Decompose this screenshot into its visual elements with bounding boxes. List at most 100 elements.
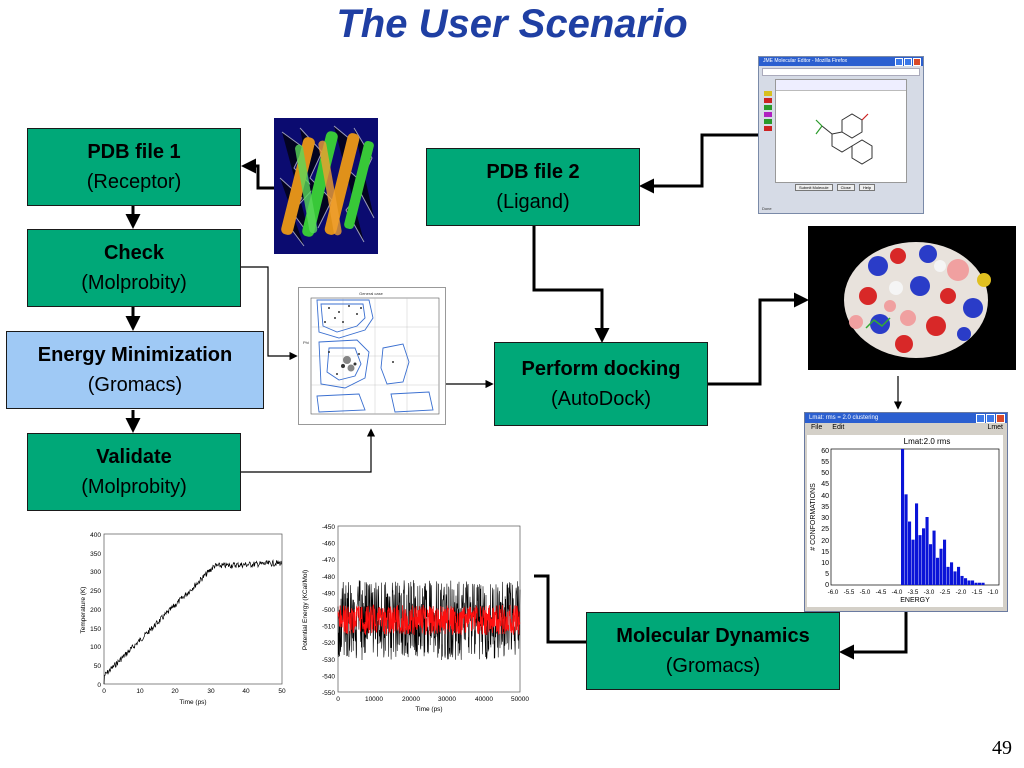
y-tick-label: 250 [90, 588, 101, 595]
x-tick-label: -2.5 [940, 589, 951, 596]
menu-edit[interactable]: Edit [832, 424, 845, 431]
temperature-chart: 400 350 300 250 200 150 100 50 0 0 10 20… [80, 532, 286, 706]
docked-complex-graphic [808, 226, 1016, 370]
pdb-file-1-sub: (Receptor) [86, 171, 182, 193]
energy-minimization-sub: (Gromacs) [87, 374, 183, 396]
y-tick-label: -520 [322, 640, 335, 647]
molecular-dynamics-sub: (Gromacs) [665, 655, 761, 677]
check-box: Check (Molprobity) [27, 229, 241, 307]
x-tick-label: 20 [171, 688, 179, 695]
y-tick-label: -530 [322, 657, 335, 664]
editor-canvas[interactable] [775, 79, 907, 183]
temperature-x-label: Time (ps) [179, 699, 206, 706]
y-tick-label: 0 [825, 582, 829, 589]
histogram-plot-area: Lmat:2.0 rms 60 55 50 45 40 35 30 25 20 … [807, 435, 1003, 607]
minimize-icon[interactable] [895, 58, 903, 66]
x-tick-label: 40000 [475, 696, 493, 703]
y-tick-label: -490 [322, 590, 335, 597]
temperature-y-ticks: 400 350 300 250 200 150 100 50 0 [90, 532, 101, 689]
histogram-x-ticks: -6.0 -5.5 -5.0 -4.5 -4.0 -3.5 -3.0 -2.5 … [828, 589, 999, 596]
validate-label: Validate [96, 446, 172, 468]
menu-file[interactable]: File [811, 424, 823, 431]
ligand-molecule-drawing [815, 113, 873, 165]
energy-y-label: Potential Energy (KCal/Mol) [302, 570, 309, 650]
y-tick-label: 50 [821, 470, 829, 477]
y-tick-label: 40 [821, 493, 829, 500]
ramachandran-graphic: General case Phi [303, 291, 440, 415]
y-tick-label: 5 [825, 571, 829, 578]
histogram-y-label: # CONFORMATIONS [810, 483, 817, 551]
energy-y-ticks: -450 -460 -470 -480 -490 -500 -510 -520 … [322, 524, 335, 697]
close-icon[interactable] [913, 58, 921, 66]
y-tick-label: 45 [821, 481, 829, 488]
page-title: The User Scenario [336, 2, 688, 46]
y-tick-label: 50 [94, 663, 102, 670]
x-tick-label: 10000 [365, 696, 383, 703]
atom-button[interactable] [764, 112, 772, 117]
y-tick-label: 10 [821, 560, 829, 567]
arrow-receptor-pdb1 [241, 158, 274, 190]
pdb-file-2-sub: (Ligand) [496, 191, 570, 213]
y-tick-label: 15 [821, 549, 829, 556]
y-tick-label: -510 [322, 624, 335, 631]
jme-editor-window: JME Molecular Editor - Mozilla Firefox S… [758, 56, 924, 214]
histogram-bar [908, 521, 912, 585]
y-tick-label: 200 [90, 607, 101, 614]
minimize-icon[interactable] [976, 414, 985, 423]
histogram-bar [939, 548, 943, 585]
histogram-bar [960, 575, 964, 585]
editor-address-bar[interactable] [762, 68, 920, 76]
perform-docking-sub: (AutoDock) [550, 388, 652, 410]
y-tick-label: 60 [821, 448, 829, 455]
histogram-bar [971, 580, 975, 585]
atom-button[interactable] [764, 105, 772, 110]
receptor-structure-graphic [274, 118, 378, 254]
y-tick-label: 35 [821, 504, 829, 511]
editor-window-controls [895, 58, 921, 66]
histogram-bars [901, 449, 985, 585]
perform-docking-box: Perform docking (AutoDock) [494, 342, 708, 426]
histogram-bar [936, 557, 940, 585]
y-tick-label: 300 [90, 569, 101, 576]
y-tick-label: -450 [322, 524, 335, 531]
maximize-icon[interactable] [986, 414, 995, 423]
editor-atom-palette [764, 91, 772, 171]
x-tick-label: -6.0 [828, 589, 839, 596]
x-tick-label: 50000 [511, 696, 529, 703]
menu-lmet[interactable]: Lmet [987, 424, 1003, 431]
y-tick-label: 25 [821, 526, 829, 533]
histogram-menu-bar: File Edit Lmet [805, 423, 1007, 433]
editor-button-row: Submit Molecule Close Help [795, 184, 876, 191]
y-tick-label: -500 [322, 607, 335, 614]
y-tick-label: -540 [322, 673, 335, 680]
y-tick-label: 0 [97, 682, 101, 689]
x-tick-label: 20000 [402, 696, 420, 703]
arrow-md-energyplot [517, 568, 586, 644]
ramachandran-title: General case [359, 291, 384, 296]
maximize-icon[interactable] [904, 58, 912, 66]
y-tick-label: 350 [90, 551, 101, 558]
histogram-bar [918, 535, 922, 585]
atom-button[interactable] [764, 91, 772, 96]
y-tick-label: -470 [322, 557, 335, 564]
x-tick-label: -4.0 [892, 589, 903, 596]
energy-x-ticks: 0 10000 20000 30000 40000 50000 [336, 696, 529, 703]
histogram-bar [915, 503, 919, 585]
x-tick-label: -4.5 [876, 589, 887, 596]
atom-button[interactable] [764, 126, 772, 131]
temperature-series-line [103, 559, 283, 685]
atom-button[interactable] [764, 98, 772, 103]
editor-toolbar [776, 80, 906, 91]
histogram-window-controls [976, 414, 1005, 423]
potential-energy-plot: -450 -460 -470 -480 -490 -500 -510 -520 … [298, 522, 534, 714]
submit-molecule-button[interactable]: Submit Molecule [795, 184, 833, 191]
x-tick-label: -2.0 [956, 589, 967, 596]
close-button[interactable]: Close [836, 184, 855, 191]
pdb-file-1-label: PDB file 1 [87, 141, 181, 163]
close-icon[interactable] [996, 414, 1005, 423]
temperature-plot: 400 350 300 250 200 150 100 50 0 0 10 20… [78, 526, 288, 708]
energy-x-label: Time (ps) [415, 706, 442, 713]
atom-button[interactable] [764, 119, 772, 124]
help-button[interactable]: Help [858, 184, 876, 191]
histogram-x-label: ENERGY [900, 597, 930, 604]
